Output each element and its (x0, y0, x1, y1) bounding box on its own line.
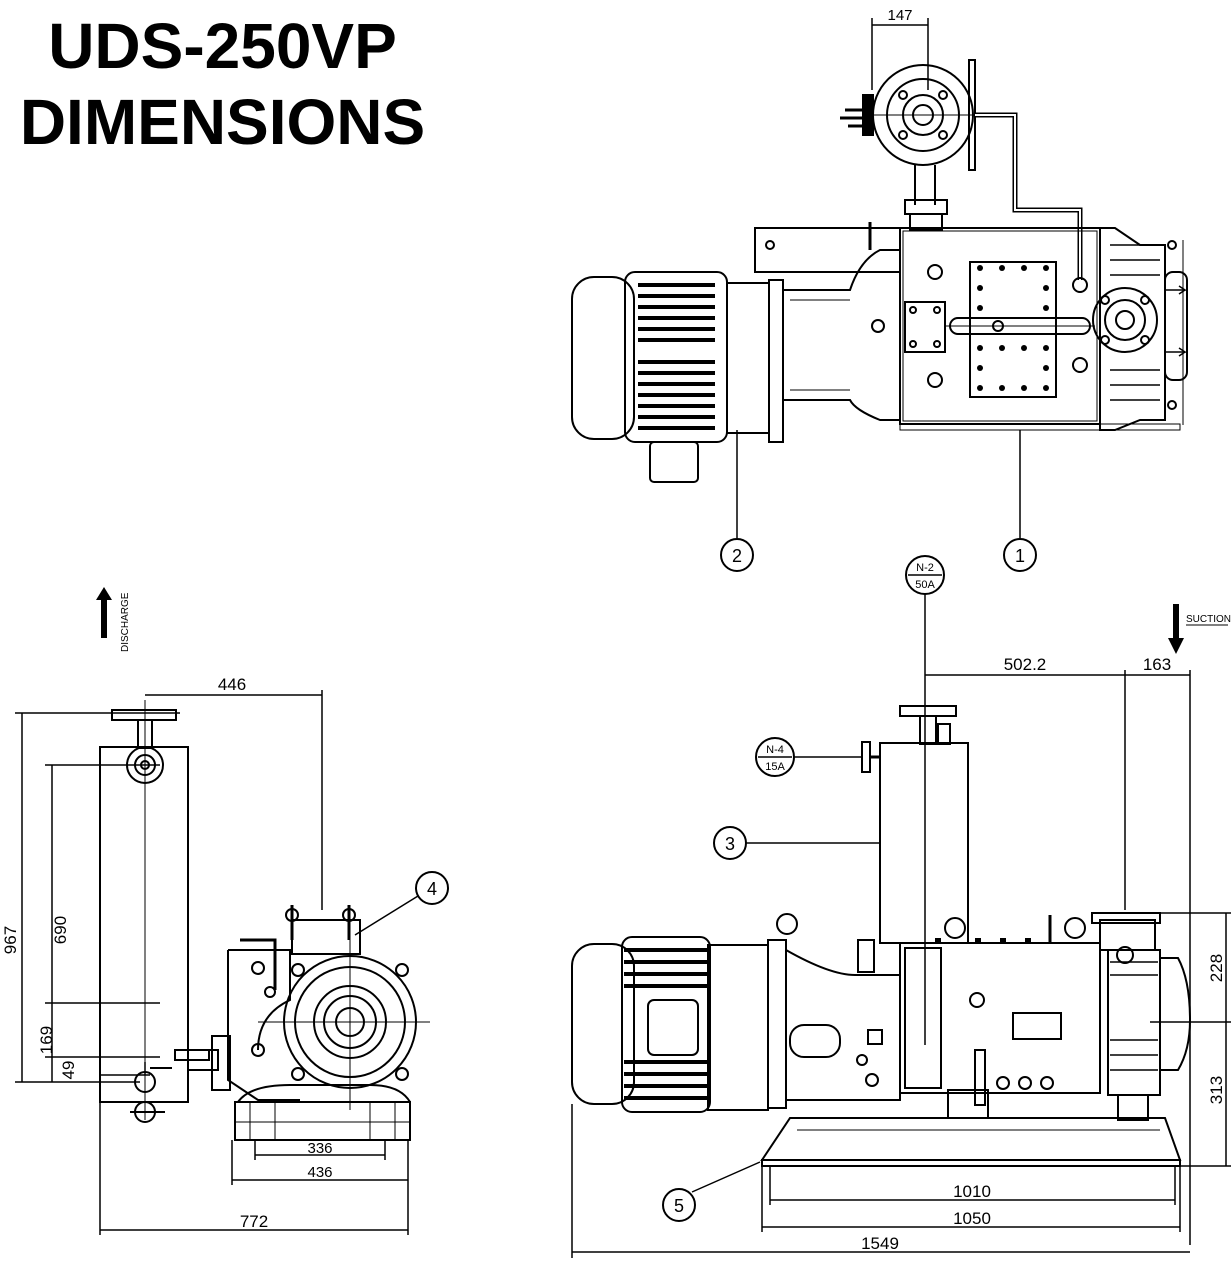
callout-4-label: 4 (427, 879, 437, 899)
dim-690: 690 (51, 916, 70, 944)
n2-label-bottom: 50A (915, 579, 935, 591)
discharge-label: DISCHARGE (120, 592, 131, 652)
callout-2 (720, 538, 754, 572)
dim-313: 313 (1207, 1076, 1226, 1104)
callout-2-label: 2 (732, 546, 742, 566)
dim-502-2: 502.2 (1004, 655, 1047, 674)
dim-967: 967 (1, 926, 20, 954)
callout-4 (415, 871, 449, 905)
dim-169: 169 (37, 1026, 56, 1054)
callout-5-label: 5 (674, 1196, 684, 1216)
title-line-1: UDS-250VP (48, 10, 397, 82)
side-view: DISCHARGE 967 690 169 49 446 (1, 587, 449, 1235)
n4-label-top: N-4 (766, 744, 784, 756)
callout-5 (662, 1188, 696, 1222)
dim-772: 772 (240, 1212, 268, 1231)
title-line-2: DIMENSIONS (19, 86, 426, 158)
dim-336: 336 (307, 1140, 332, 1157)
dim-1549: 1549 (861, 1234, 899, 1253)
top-view: 147 (571, 7, 1188, 572)
n4-label-bottom: 15A (765, 761, 785, 773)
suction-label: SUCTION (1186, 614, 1231, 625)
callout-1-label: 1 (1015, 546, 1025, 566)
callout-1 (1003, 538, 1037, 572)
dim-1010: 1010 (953, 1182, 991, 1201)
dim-49: 49 (59, 1061, 78, 1080)
front-view: N-2 50A SUCTION 502.2 163 N-4 15A 3 (571, 555, 1231, 1258)
dim-228: 228 (1207, 954, 1226, 982)
dim-436: 436 (307, 1164, 332, 1181)
n2-label-top: N-2 (916, 562, 934, 574)
dim-1050: 1050 (953, 1209, 991, 1228)
dim-163: 163 (1143, 655, 1171, 674)
callout-3-label: 3 (725, 834, 735, 854)
dim-446: 446 (218, 675, 246, 694)
dim-147: 147 (887, 7, 912, 24)
